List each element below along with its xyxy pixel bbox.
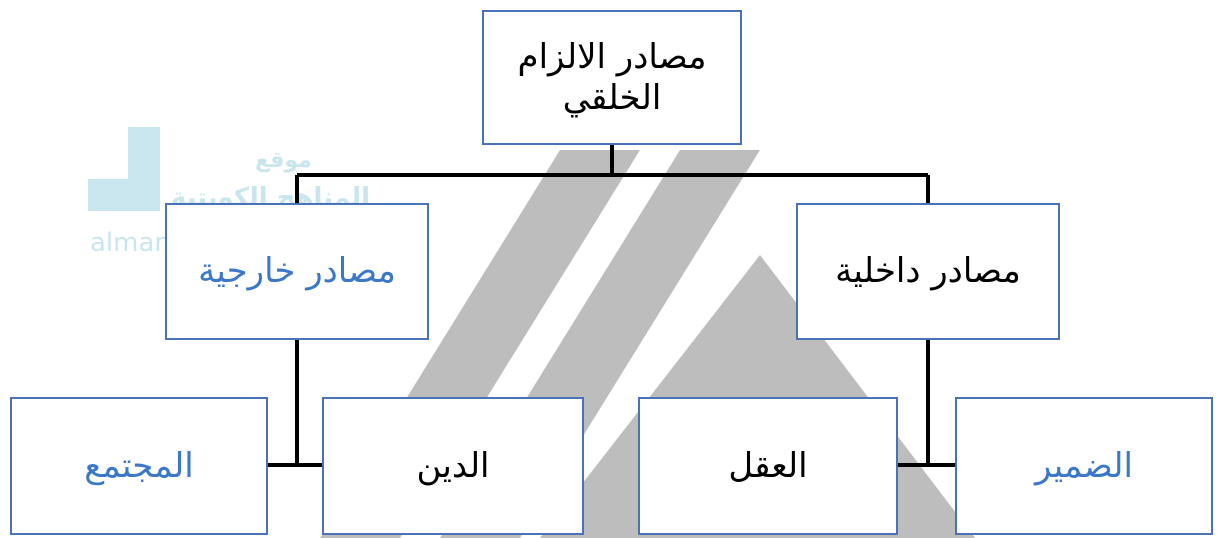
watermark-logo-block [128, 127, 160, 179]
node-conscience: الضمير [955, 397, 1213, 535]
watermark-site-line1: موقع [255, 148, 312, 173]
node-mind: العقل [638, 397, 898, 535]
watermark-logo-block [128, 179, 160, 211]
node-mind-label: العقل [728, 445, 808, 486]
node-external-sources: مصادر خارجية [165, 203, 429, 340]
node-internal-sources-label: مصادر داخلية [835, 251, 1021, 292]
node-external-sources-label: مصادر خارجية [198, 251, 396, 292]
watermark-logo [88, 127, 160, 243]
node-conscience-label: الضمير [1035, 445, 1133, 486]
node-religion: الدين [322, 397, 584, 535]
node-root-label: مصادر الالزام الخلقي [517, 36, 707, 118]
node-society: المجتمع [10, 397, 268, 535]
node-root: مصادر الالزام الخلقي [482, 10, 742, 145]
node-internal-sources: مصادر داخلية [796, 203, 1060, 340]
node-religion-label: الدين [416, 445, 490, 486]
node-society-label: المجتمع [84, 445, 194, 486]
watermark-logo-block [88, 179, 128, 211]
